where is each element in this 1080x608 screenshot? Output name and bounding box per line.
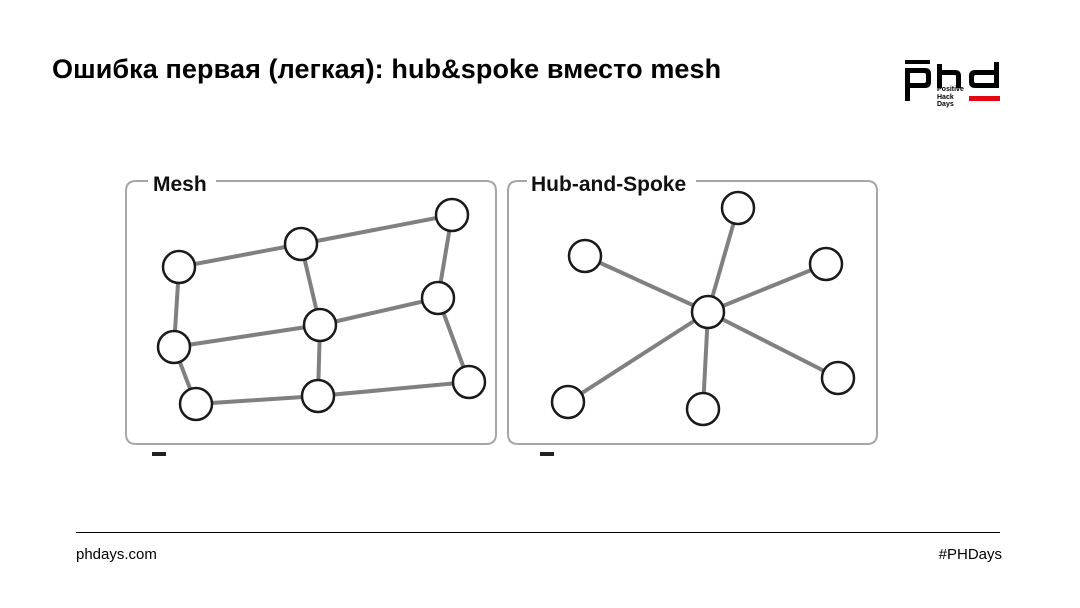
mesh-edge [194,394,320,406]
cropped-caption-fragment [540,452,554,456]
mesh-panel: Mesh [125,173,497,445]
spoke-edge [706,206,740,314]
spoke-edges [566,206,840,411]
spoke-nodes [550,190,856,427]
slide-title: Ошибка первая (легкая): hub&spoke вместо… [52,54,722,84]
mesh-edge [177,242,303,269]
mesh-node [300,378,336,414]
spoke-edge [706,262,828,314]
mesh-frame [125,180,497,445]
hub-and-spoke-title: Hub-and-Spoke [531,173,686,196]
mesh-title: Mesh [153,173,207,196]
phd-logo-mark [905,60,1000,101]
mesh-node [161,249,197,285]
spoke-node [820,360,856,396]
spoke-node [550,384,586,420]
spoke-edge [706,310,840,380]
mesh-edge [316,380,471,398]
mesh-node [178,386,214,422]
spoke-edge [566,310,710,404]
cropped-caption-fragment [152,452,166,456]
phd-logo: Positive Hack Days [903,60,1003,112]
spoke-node [720,190,756,226]
mesh-edge [172,323,322,349]
mesh-edge [299,213,454,246]
logo-caption: Positive Hack Days [937,86,964,108]
mesh-node [302,307,338,343]
mesh-node [283,226,319,262]
mesh-nodes [156,197,487,422]
hub-and-spoke-panel: Hub-and-Spoke [507,173,878,445]
mesh-node [451,364,487,400]
spoke-edge [583,254,710,314]
hub-node [690,294,726,330]
spoke-node [808,246,844,282]
mesh-edge [318,296,440,327]
footer-website: phdays.com [76,546,157,563]
mesh-node [156,329,192,365]
footer-hashtag: #PHDays [938,546,1002,563]
footer-divider [76,532,1000,533]
spoke-node [685,391,721,427]
mesh-node [434,197,470,233]
mesh-node [420,280,456,316]
hub-and-spoke-frame [507,180,878,445]
spoke-node [567,238,603,274]
